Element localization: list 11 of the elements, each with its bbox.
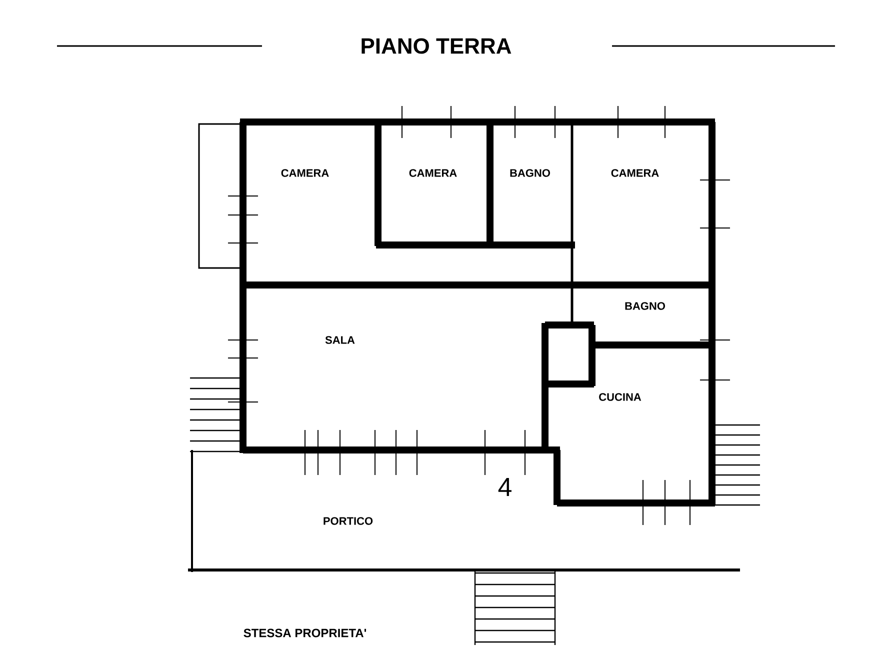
note: STESSA PROPRIETA' xyxy=(244,628,366,638)
room-label: PORTICO xyxy=(322,516,374,526)
room-label: CAMERA xyxy=(610,168,660,178)
number-label: 4 xyxy=(498,478,512,496)
title: PIANO TERRA xyxy=(362,38,512,54)
room-label: CUCINA xyxy=(598,392,642,402)
room-label: BAGNO xyxy=(508,168,552,178)
room-label: BAGNO xyxy=(624,301,666,311)
room-label: SALA xyxy=(324,335,356,345)
room-label: CAMERA xyxy=(280,168,330,178)
room-label: CAMERA xyxy=(408,168,458,178)
